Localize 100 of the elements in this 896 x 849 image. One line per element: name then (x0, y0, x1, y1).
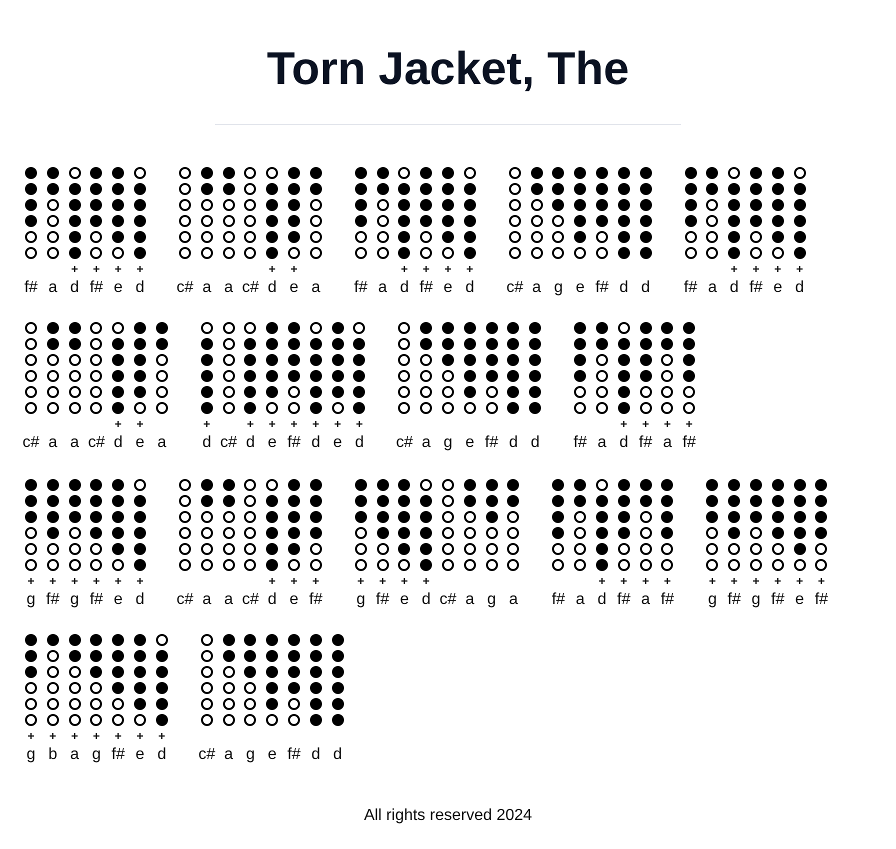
note-name: f# (354, 280, 368, 296)
octave-mark: + (642, 418, 650, 430)
note-name: b (48, 747, 58, 763)
note-name: d (157, 747, 166, 763)
octave-mark: + (422, 263, 430, 275)
note-name: a (224, 280, 234, 296)
note-name: c# (506, 280, 524, 296)
note-name: a (662, 435, 672, 451)
octave-mark: + (92, 575, 100, 587)
octave-mark: + (203, 418, 210, 430)
octave-mark: + (334, 418, 342, 430)
note-name: d (619, 435, 628, 451)
note-name: e (773, 280, 782, 296)
octave-mark: + (49, 730, 56, 742)
note-name: e (136, 435, 144, 451)
octave-mark: + (49, 575, 56, 587)
note-name: e (444, 280, 452, 296)
octave-mark: + (708, 575, 716, 587)
octave-mark: + (114, 418, 122, 430)
note-name: a (202, 280, 212, 296)
note-name: d (730, 280, 739, 296)
note-name: c# (440, 592, 456, 608)
note-name: a (598, 435, 606, 451)
octave-mark: + (774, 575, 782, 587)
note-name: d (508, 435, 518, 451)
note-name: f# (814, 592, 828, 608)
note-name: d (268, 280, 277, 296)
note-name: c# (396, 435, 413, 451)
octave-mark: + (136, 263, 144, 275)
octave-mark: + (422, 575, 430, 587)
note-name: d (136, 280, 144, 296)
note-name: a (202, 592, 212, 608)
note-name: g (70, 592, 80, 608)
note-name: f# (90, 280, 104, 296)
note-name: e (114, 280, 123, 296)
octave-mark: + (246, 418, 254, 430)
note-name: a (708, 280, 717, 296)
octave-mark: + (796, 263, 804, 275)
note-name: c# (176, 592, 194, 608)
note-name: a (465, 592, 474, 608)
note-name: d (598, 592, 606, 608)
octave-mark: + (158, 730, 166, 742)
octave-mark: + (114, 730, 122, 742)
note-name: e (268, 747, 277, 763)
octave-mark: + (686, 418, 693, 430)
note-name: g (554, 280, 563, 296)
note-name: d (114, 435, 123, 451)
note-name: f# (684, 280, 698, 296)
octave-mark: + (312, 575, 320, 587)
note-name: d (268, 592, 277, 608)
note-name: f# (771, 592, 784, 608)
note-name: a (70, 435, 80, 451)
octave-mark: + (730, 263, 738, 275)
octave-mark: + (71, 575, 78, 587)
octave-mark: + (379, 575, 386, 587)
octave-mark: + (28, 730, 34, 742)
note-name: a (48, 435, 58, 451)
note-name: c# (242, 592, 259, 608)
octave-mark: + (598, 575, 606, 587)
note-name: e (114, 592, 123, 608)
octave-mark: + (357, 575, 364, 587)
octave-mark: + (136, 575, 144, 587)
octave-mark: + (92, 730, 100, 742)
octave-mark: + (92, 263, 100, 275)
note-name: a (576, 592, 585, 608)
note-name: c# (198, 747, 216, 763)
note-name: f# (682, 435, 696, 451)
note-name: g (26, 747, 36, 763)
note-name: e (136, 747, 144, 763)
note-name: c# (22, 435, 40, 451)
note-name: d (619, 280, 628, 296)
note-name: g (708, 592, 717, 608)
octave-mark: + (664, 418, 671, 430)
octave-mark: + (466, 263, 474, 275)
note-name: g (26, 592, 36, 608)
note-name: d (202, 435, 212, 451)
note-name: a (311, 280, 320, 296)
note-name: a (641, 592, 650, 608)
note-name: e (290, 280, 298, 296)
note-name: g (752, 592, 760, 608)
octave-mark: + (400, 575, 408, 587)
note-name: g (356, 592, 366, 608)
note-name: c# (176, 280, 194, 296)
octave-mark: + (28, 575, 34, 587)
note-name: a (70, 747, 80, 763)
note-name: f# (574, 435, 587, 451)
note-name: d (400, 280, 409, 296)
octave-mark: + (71, 730, 78, 742)
octave-mark: + (268, 263, 276, 275)
note-name: f# (46, 592, 60, 608)
note-name: f# (484, 435, 498, 451)
note-name: a (508, 592, 518, 608)
note-name: g (487, 592, 496, 608)
note-name: d (795, 280, 804, 296)
note-name: f# (309, 592, 322, 608)
note-name: f# (595, 280, 609, 296)
note-name: d (333, 747, 342, 763)
note-name: d (465, 280, 474, 296)
octave-mark: + (400, 263, 408, 275)
note-name: d (422, 592, 431, 608)
